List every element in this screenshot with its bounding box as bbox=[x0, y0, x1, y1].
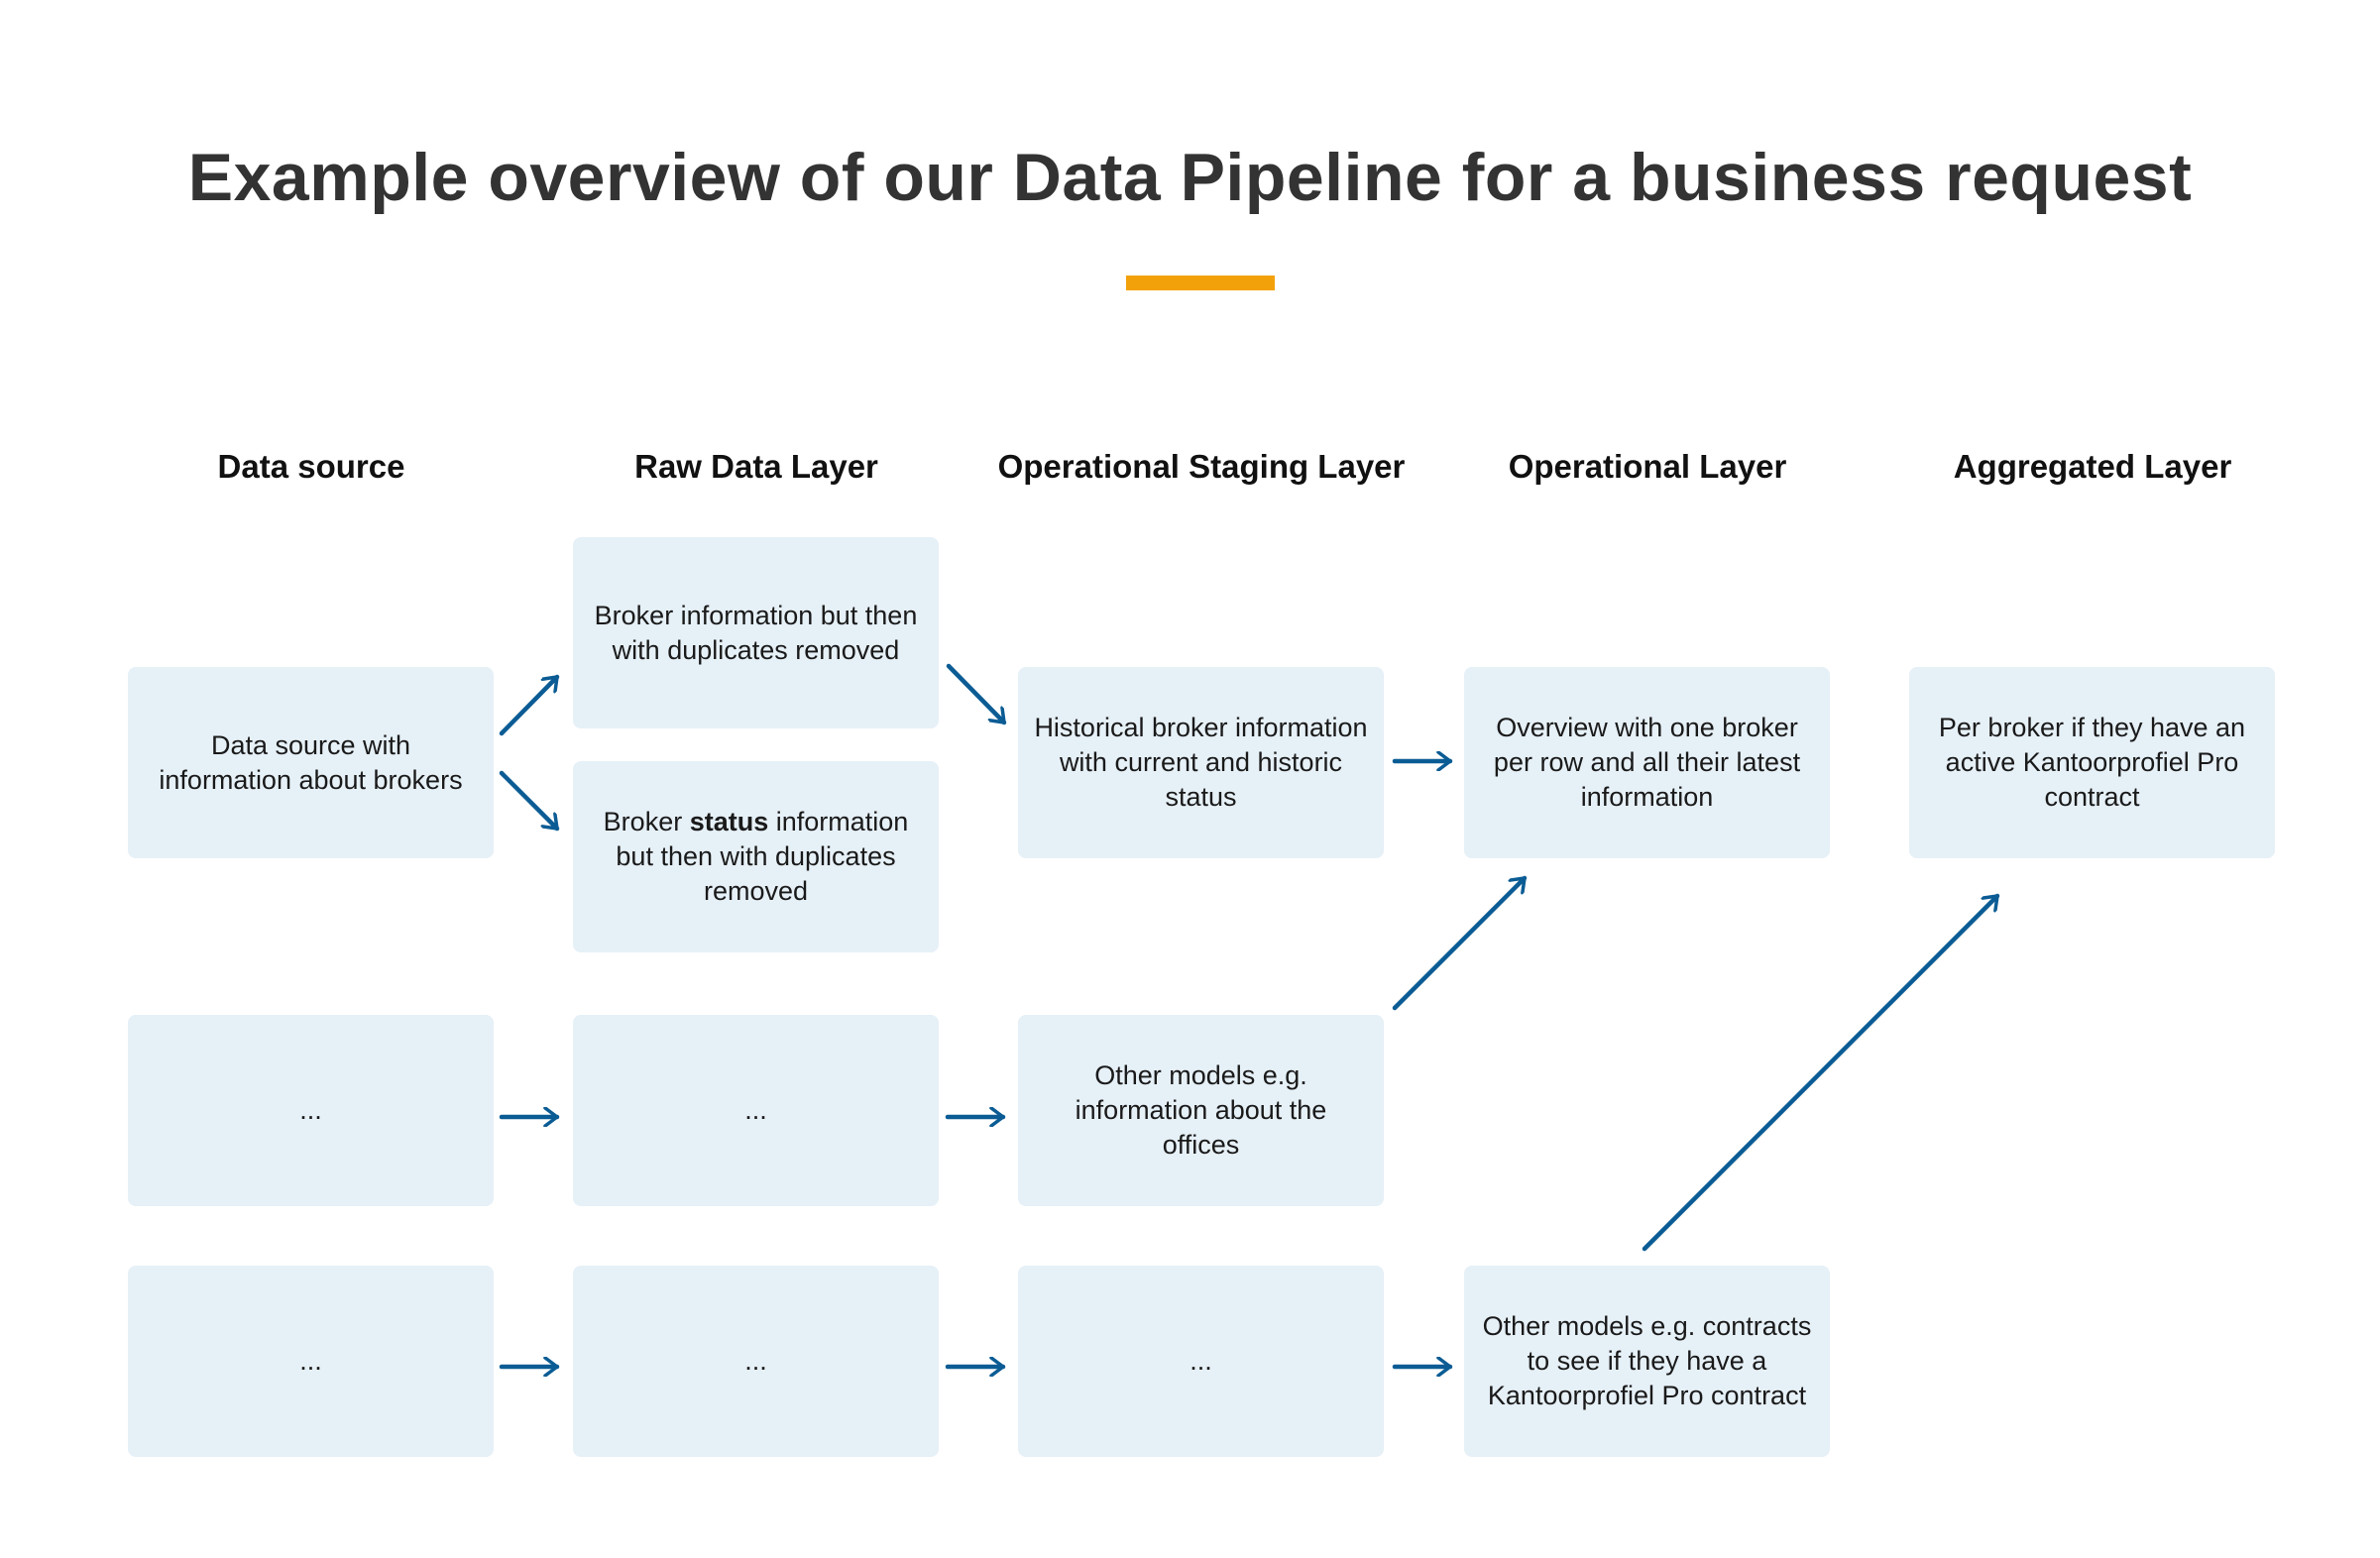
box-text: Historical broker information with curre… bbox=[1034, 713, 1368, 812]
column-header-raw-data-layer: Raw Data Layer bbox=[634, 448, 878, 485]
diagram-title: Example overview of our Data Pipeline fo… bbox=[187, 140, 2193, 215]
arrow-staging-offices-to-operational-overview bbox=[1392, 875, 1528, 1011]
box-text: Other models e.g. contracts to see if th… bbox=[1482, 1311, 1812, 1410]
box-raw-row2: ... bbox=[573, 1015, 939, 1206]
arrow-operational-contracts-to-aggregated bbox=[1642, 893, 2000, 1252]
box-operational-other-contracts: Other models e.g. contracts to see if th… bbox=[1464, 1266, 1830, 1457]
box-raw-broker-status: Broker status information but then with … bbox=[573, 761, 939, 952]
box-text: Per broker if they have an active Kantoo… bbox=[1938, 713, 2246, 812]
box-text: Data source with information about broke… bbox=[159, 729, 463, 795]
column-header-operational-staging-layer: Operational Staging Layer bbox=[997, 448, 1406, 485]
box-staging-row3: ... bbox=[1018, 1266, 1384, 1457]
box-text: ... bbox=[1190, 1346, 1212, 1376]
box-text: Overview with one broker per row and all… bbox=[1493, 713, 1801, 812]
box-text: ... bbox=[299, 1346, 322, 1376]
box-raw-broker-information: Broker information but then with duplica… bbox=[573, 537, 939, 728]
column-header-aggregated-layer: Aggregated Layer bbox=[1953, 448, 2232, 485]
box-staging-historical-broker: Historical broker information with curre… bbox=[1018, 667, 1384, 858]
box-text: Broker status information but then with … bbox=[589, 805, 923, 909]
box-text: Broker information but then with duplica… bbox=[594, 600, 918, 665]
title-underline bbox=[1126, 276, 1275, 290]
box-text: ... bbox=[744, 1346, 767, 1376]
box-text-prefix: Broker bbox=[603, 807, 690, 836]
box-operational-overview: Overview with one broker per row and all… bbox=[1464, 667, 1830, 858]
box-raw-row3: ... bbox=[573, 1266, 939, 1457]
arrow-source-to-raw-broker-info bbox=[499, 674, 560, 736]
box-data-source-row3: ... bbox=[128, 1266, 494, 1457]
arrow-source-to-raw-broker-status bbox=[499, 770, 560, 832]
box-aggregated-contract: Per broker if they have an active Kantoo… bbox=[1909, 667, 2275, 858]
arrow-raw-broker-info-to-staging bbox=[946, 663, 1007, 725]
box-data-source-row2: ... bbox=[128, 1015, 494, 1206]
box-data-source-brokers: Data source with information about broke… bbox=[128, 667, 494, 858]
box-staging-other-offices: Other models e.g. information about the … bbox=[1018, 1015, 1384, 1206]
column-header-data-source: Data source bbox=[217, 448, 405, 485]
box-text-suffix: information but then with duplicates rem… bbox=[616, 807, 909, 906]
box-text: ... bbox=[744, 1095, 767, 1125]
box-text-bold: status bbox=[689, 807, 769, 836]
column-header-operational-layer: Operational Layer bbox=[1508, 448, 1787, 485]
box-text: Other models e.g. information about the … bbox=[1075, 1060, 1327, 1160]
box-text: ... bbox=[299, 1095, 322, 1125]
